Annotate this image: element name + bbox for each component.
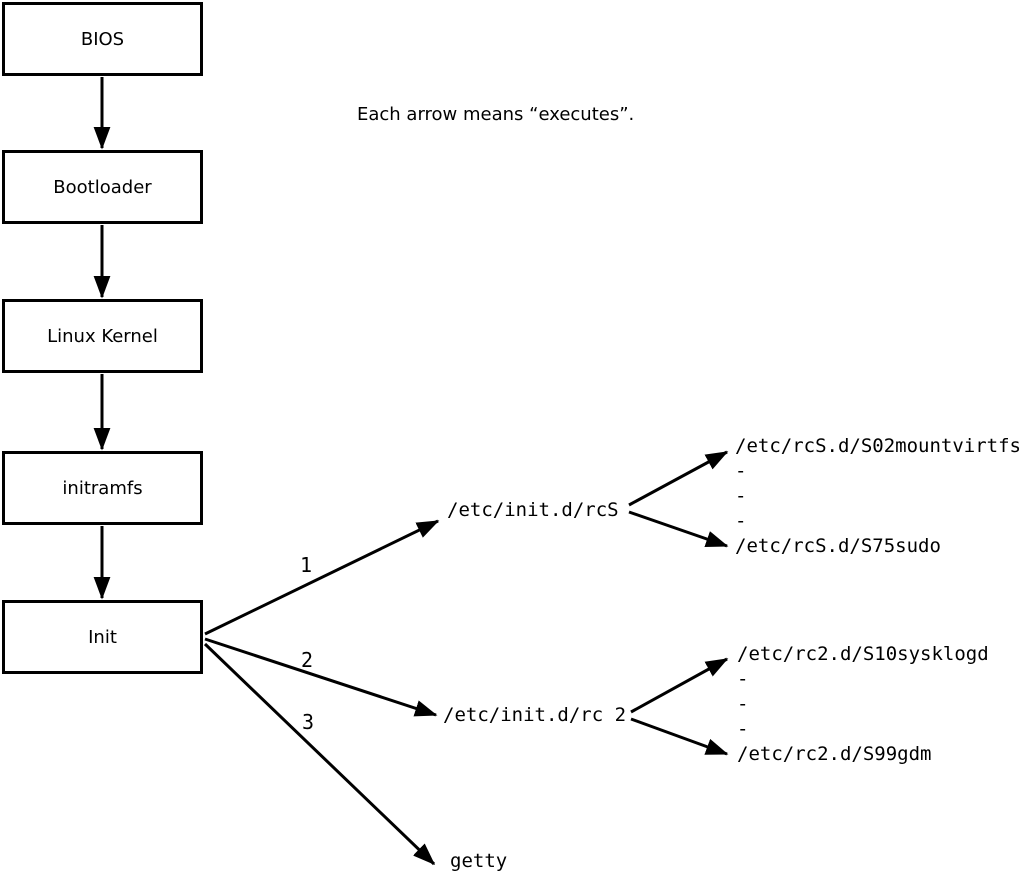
rcs-script-ellipsis-1: -: [735, 460, 747, 482]
edge-label-3: 3: [302, 710, 315, 734]
note-executes: Each arrow means “executes”.: [357, 104, 635, 125]
rc2-script-s10sysklogd: /etc/rc2.d/S10sysklogd: [737, 643, 989, 665]
arrow-rcs-to-s75sudo: [628, 510, 729, 548]
box-linux-kernel: Linux Kernel: [2, 299, 203, 373]
label-getty: getty: [450, 850, 508, 872]
rc2-script-ellipsis-2: -: [737, 693, 749, 715]
rcs-script-s75sudo: /etc/rcS.d/S75sudo: [735, 535, 941, 557]
box-init: Init: [2, 600, 203, 674]
box-bios-label: BIOS: [80, 28, 125, 50]
arrow-init-to-rcs: [204, 519, 440, 636]
arrow-rc2-to-s99gdm: [630, 717, 729, 756]
arrow-init-to-getty: [203, 642, 436, 866]
box-bootloader-label: Bootloader: [53, 176, 152, 198]
arrow-rc2-to-s10sysklogd: [630, 657, 729, 714]
box-initramfs-label: initramfs: [62, 477, 143, 499]
box-init-label: Init: [88, 626, 117, 648]
box-bios: BIOS: [2, 2, 203, 76]
box-initramfs: initramfs: [2, 451, 203, 525]
arrow-rcs-to-s02mountvirtfs: [628, 450, 729, 507]
arrow-init-to-rc2: [204, 637, 438, 717]
rcs-script-ellipsis-2: -: [735, 485, 747, 507]
box-linux-kernel-label: Linux Kernel: [47, 325, 158, 347]
rc2-script-ellipsis-1: -: [737, 668, 749, 690]
rcs-script-list: /etc/rcS.d/S02mountvirtfs - - - /etc/rcS…: [735, 434, 1021, 559]
label-etc-init-d-rcs: /etc/init.d/rcS: [447, 499, 619, 521]
box-bootloader: Bootloader: [2, 150, 203, 224]
rc2-script-s99gdm: /etc/rc2.d/S99gdm: [737, 743, 932, 765]
label-etc-init-d-rc2: /etc/init.d/rc 2: [443, 704, 627, 726]
rc2-script-list: /etc/rc2.d/S10sysklogd - - - /etc/rc2.d/…: [737, 642, 989, 767]
rcs-script-ellipsis-3: -: [735, 510, 747, 532]
rcs-script-s02mountvirtfs: /etc/rcS.d/S02mountvirtfs: [735, 435, 1021, 457]
edge-label-1: 1: [300, 553, 313, 577]
edge-label-2: 2: [301, 648, 314, 672]
rc2-script-ellipsis-3: -: [737, 718, 749, 740]
